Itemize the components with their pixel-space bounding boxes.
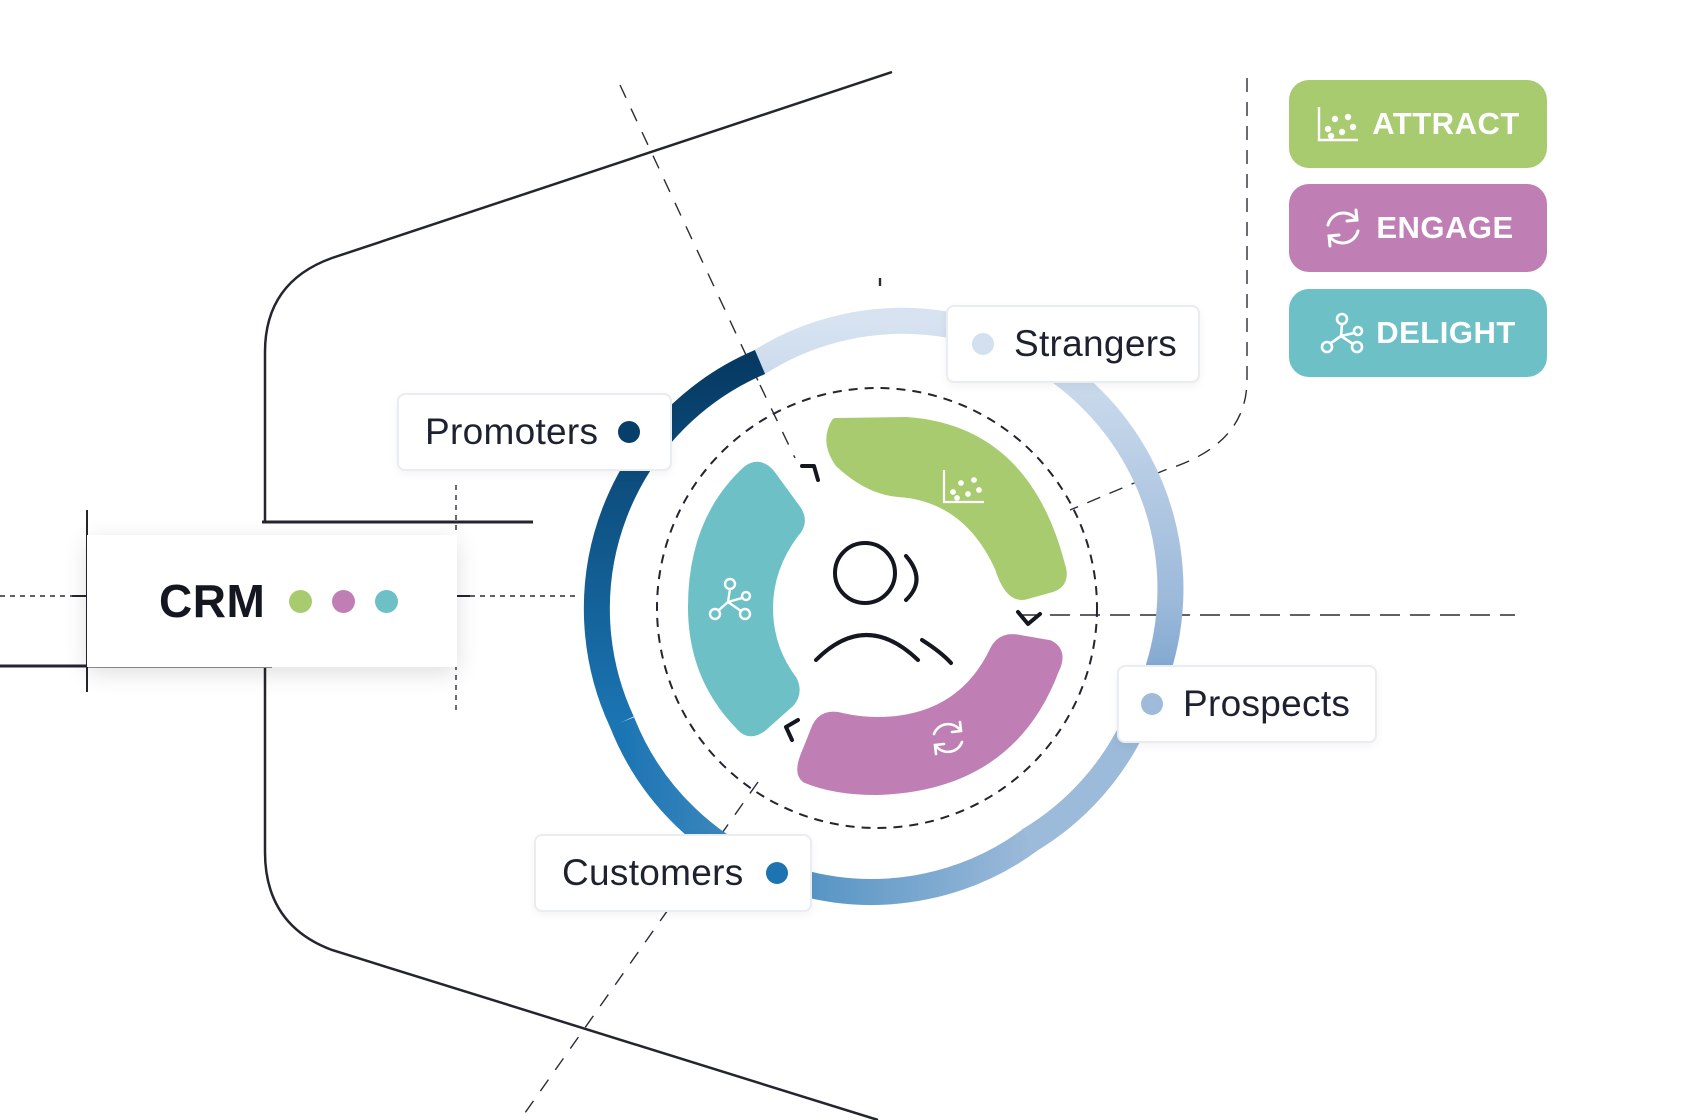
customers-dot — [765, 862, 788, 884]
funnel-outline-bottom — [263, 668, 879, 1120]
attract-segment-icon — [942, 470, 984, 504]
stage-label-promoters: Promoters — [425, 411, 599, 452]
stage-label-strangers: Strangers — [1014, 323, 1178, 364]
promoters-dot — [618, 421, 641, 443]
stage-label-prospects: Prospects — [1183, 683, 1351, 724]
inner-dashed-circle — [656, 387, 1098, 829]
funnel-outline-top — [263, 70, 893, 522]
stage-tag-customers: Customers — [534, 834, 812, 912]
flow-arrows — [784, 464, 1042, 742]
crm-label: CRM — [159, 575, 266, 627]
legend-attract: ATTRACT — [1289, 80, 1547, 168]
legend-delight: DELIGHT — [1289, 289, 1547, 377]
attract-segment — [826, 417, 1067, 600]
legend-label-attract: ATTRACT — [1372, 106, 1520, 141]
stage-tag-promoters: Promoters — [397, 393, 672, 471]
users-icon — [814, 541, 953, 665]
prospects-dot — [1141, 693, 1163, 715]
stage-label-customers: Customers — [562, 852, 744, 893]
legend-engage: ENGAGE — [1289, 184, 1547, 272]
refresh-cycle-icon — [1326, 208, 1360, 248]
stage-tag-prospects: Prospects — [1117, 665, 1377, 743]
crm-box: CRM — [87, 535, 457, 667]
stage-tag-strangers: Strangers — [946, 305, 1200, 383]
delight-segment-icon — [708, 577, 752, 621]
crm-dot-purple — [332, 589, 356, 613]
crm-dot-green — [289, 589, 313, 613]
network-nodes-icon — [1320, 312, 1364, 354]
crm-dot-teal — [375, 589, 399, 613]
engage-segment — [797, 634, 1063, 795]
ring-segment-promoters — [583, 350, 766, 728]
strangers-dot — [972, 333, 994, 355]
scatter-chart-icon — [1318, 107, 1359, 142]
legend-label-delight: DELIGHT — [1376, 315, 1516, 350]
legend-label-engage: ENGAGE — [1376, 210, 1514, 245]
engage-segment-icon — [932, 720, 964, 756]
ring-segment-strangers-prospects — [747, 307, 1184, 729]
